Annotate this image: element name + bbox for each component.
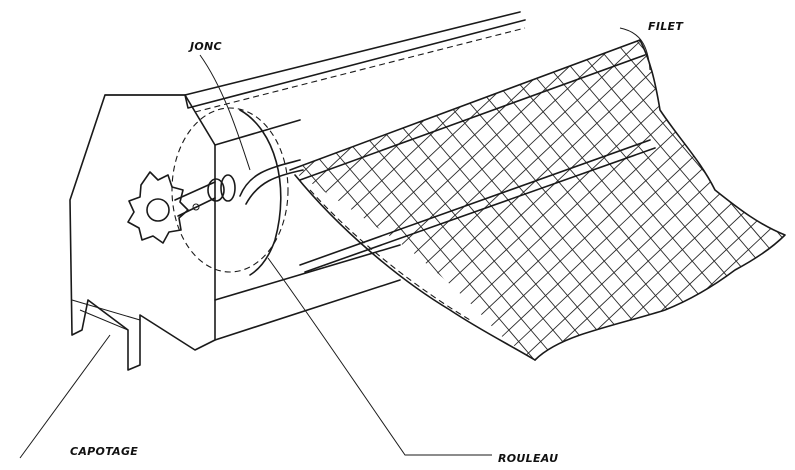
label-jonc: JONC	[188, 40, 222, 53]
leader-lines	[19, 27, 651, 459]
roller-end-disc	[171, 107, 289, 276]
label-rouleau: ROULEAU	[498, 452, 558, 465]
jonc-rope	[239, 159, 304, 205]
capotage-housing	[69, 11, 526, 371]
gear-icon	[127, 171, 236, 244]
label-filet: FILET	[648, 20, 684, 33]
label-capotage: CAPOTAGE	[70, 445, 138, 458]
